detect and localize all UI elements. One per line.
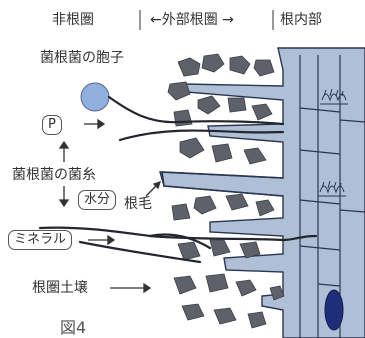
lower-hypha	[78, 240, 202, 264]
endo-hypha	[281, 234, 318, 242]
p-nutrient-box: P	[42, 115, 62, 135]
zone-dividers	[139, 10, 274, 30]
arbuscule-upper	[320, 88, 348, 105]
spore-label: 菌根菌の胞子	[40, 50, 124, 66]
upper-hypha	[118, 129, 285, 142]
hyphae	[38, 95, 318, 264]
figure-number: 図4	[60, 318, 87, 337]
non-rhizosphere-label: 非根圏	[52, 12, 94, 28]
rhizosphere-soil-label: 根圏土壌	[32, 280, 88, 296]
hyphae-label: 菌根菌の菌糸	[12, 167, 96, 183]
outer-rhizosphere-label: ←外部根圏 →	[150, 12, 234, 28]
arbuscule-lower	[318, 180, 346, 197]
root-tissue	[159, 47, 365, 338]
spore-icon	[80, 82, 110, 112]
mineral-box: ミネラル	[8, 230, 73, 250]
spore-hypha	[107, 95, 285, 126]
endorhizosphere-label: 根内部	[280, 12, 322, 28]
cell-nucleus	[324, 289, 344, 331]
root-hair-outline	[161, 171, 284, 197]
branch-hypha	[148, 233, 212, 250]
water-box: 水分	[78, 190, 117, 210]
root-hair-label: 根毛	[124, 196, 152, 212]
pointer-arrows	[58, 118, 162, 294]
soil-particles	[167, 53, 285, 329]
root-body	[159, 47, 365, 338]
